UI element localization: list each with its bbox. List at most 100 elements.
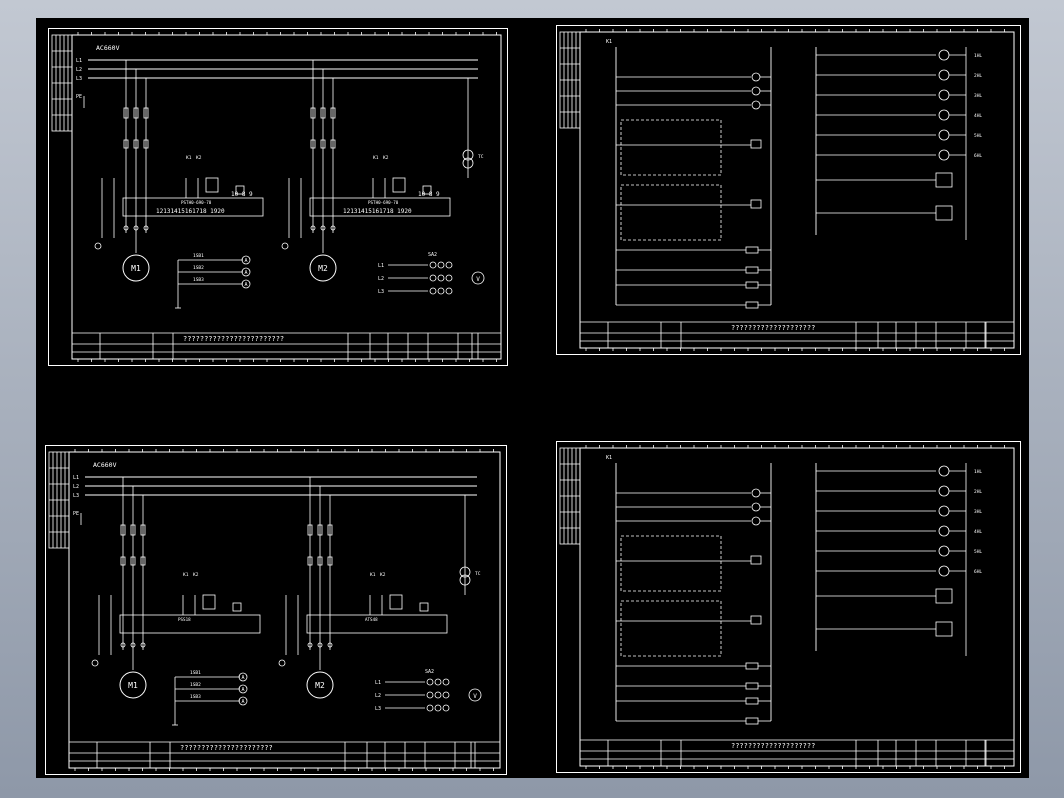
ammeter-label: A <box>244 258 247 264</box>
ammeter-symbol <box>241 255 251 265</box>
lamp-label: 5HL <box>974 133 982 139</box>
relay-block <box>935 205 953 221</box>
ammeter-symbol <box>238 696 248 706</box>
indicator-lamp <box>938 505 950 517</box>
pe-label: PE <box>76 94 82 100</box>
pushbutton-label: 1SB2 <box>190 682 201 688</box>
terminal-dot <box>327 642 333 648</box>
relay-coil <box>750 199 762 209</box>
pe-label: PE <box>73 511 79 517</box>
switch-contact <box>445 287 453 295</box>
switch-label: SA2 <box>425 669 434 675</box>
switch-contact <box>426 704 434 712</box>
lamp-label: 3HL <box>974 93 982 99</box>
switch-contact <box>437 274 445 282</box>
pe-ground-symbol <box>91 659 99 667</box>
indicator-lamp <box>938 465 950 477</box>
ammeter-symbol <box>241 267 251 277</box>
indicator-lamp <box>751 100 761 110</box>
fuse <box>143 139 149 149</box>
switch-contact <box>437 287 445 295</box>
lamp-label: 1HL <box>974 53 982 59</box>
fuse <box>140 524 146 536</box>
switch-contact <box>437 261 445 269</box>
drawing-title: ???????????????????? <box>731 324 815 332</box>
pe-ground-symbol <box>281 242 289 250</box>
relay-coil <box>750 615 762 625</box>
terminal-numbers: 12131415161718 1920 <box>343 208 412 215</box>
controller-label: PSS18 <box>178 617 191 622</box>
fuse <box>317 524 323 536</box>
line-label: L1 <box>375 680 381 686</box>
motor-label: M2 <box>318 264 328 273</box>
indicator-lamp <box>938 89 950 101</box>
sheet-inner-frame <box>71 34 502 360</box>
contactor-label: K2 <box>383 155 389 161</box>
relay-coil <box>745 662 759 670</box>
switch-contact <box>429 274 437 282</box>
terminal-top-numbers: 10 8 9 <box>231 191 253 198</box>
dashed-module <box>620 119 722 176</box>
controller-label: ATS48 <box>365 617 378 622</box>
relay-coil <box>745 266 759 274</box>
phase-label: L1 <box>73 475 79 481</box>
terminal-dot <box>120 642 126 648</box>
pe-ground-symbol <box>94 242 102 250</box>
lamp-label: 3HL <box>974 509 982 515</box>
voltmeter-symbol <box>471 271 485 285</box>
indicator-lamp <box>938 525 950 537</box>
fuse <box>133 107 139 119</box>
relay-contact <box>235 185 245 195</box>
lamp-label: 2HL <box>974 73 982 79</box>
indicator-lamp <box>938 49 950 61</box>
controller-label: PSTH0-690-70 <box>181 200 212 205</box>
switch-contact <box>442 691 450 699</box>
fuse <box>327 524 333 536</box>
relay-coil <box>745 281 759 289</box>
fuse <box>310 107 316 119</box>
ammeter-symbol <box>238 672 248 682</box>
motor-symbol <box>306 671 334 699</box>
switch-contact <box>445 274 453 282</box>
relay-contact <box>202 594 216 610</box>
controller-label: PSTH0-690-70 <box>368 200 399 205</box>
dashed-module <box>620 184 722 241</box>
fuse <box>320 139 326 149</box>
pushbutton-label: 1SB3 <box>190 694 201 700</box>
sheet-border <box>45 445 507 775</box>
motor-label: M1 <box>128 681 138 690</box>
relay-coil <box>750 555 762 565</box>
indicator-lamp <box>751 488 761 498</box>
terminal-dot <box>330 225 336 231</box>
fuse <box>140 556 146 566</box>
relay-coil <box>750 139 762 149</box>
lamp-label: 6HL <box>974 153 982 159</box>
switch-contact <box>429 287 437 295</box>
transformer-symbol <box>462 157 474 169</box>
motor-label: M2 <box>315 681 325 690</box>
fuse <box>143 107 149 119</box>
ammeter-symbol <box>241 279 251 289</box>
fuse <box>133 139 139 149</box>
indicator-lamp <box>751 516 761 526</box>
voltmeter-symbol <box>468 688 482 702</box>
contactor-label: K1 <box>186 155 192 161</box>
indicator-lamp <box>938 485 950 497</box>
sheet-inner-frame <box>579 31 1015 349</box>
contactor-label: K2 <box>193 572 199 578</box>
soft-starter-block <box>309 197 451 217</box>
terminal-dot <box>317 642 323 648</box>
switch-label: SA2 <box>428 252 437 258</box>
sheet-border <box>556 441 1021 773</box>
fuse <box>327 556 333 566</box>
fuse <box>307 556 313 566</box>
relay-contact <box>392 177 406 193</box>
lamp-label: 2HL <box>974 489 982 495</box>
